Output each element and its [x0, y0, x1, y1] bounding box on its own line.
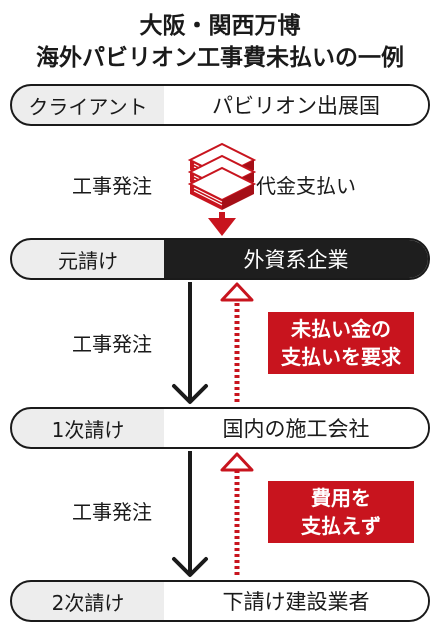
title-line-2: 海外パビリオン工事費未払いの一例	[36, 45, 404, 71]
flow-label-order: 工事発注	[72, 332, 152, 356]
flow-label-order: 工事発注	[72, 500, 152, 524]
down-arrow-icon	[172, 451, 208, 577]
tier-role-label: 1次請け	[51, 417, 125, 442]
flow-label-order: 工事発注	[72, 174, 152, 198]
tier-role-label: 2次請け	[51, 590, 125, 615]
down-arrow-icon	[208, 212, 236, 236]
tier-role-label: クライアント	[28, 94, 148, 119]
tier-first-subcontractor: 1次請け 国内の施工会社	[10, 407, 430, 449]
dotted-up-arrow-icon	[220, 452, 254, 575]
tier-entity-label: 下請け建設業者	[164, 582, 428, 620]
tier-client: クライアント パビリオン出展国	[10, 84, 430, 126]
dotted-up-arrow-icon	[220, 282, 254, 402]
title-line-1: 大阪・関西万博	[139, 13, 301, 39]
callout-line: 費用を	[311, 486, 371, 510]
tier-second-subcontractor: 2次請け 下請け建設業者	[10, 580, 430, 622]
callout-line: 支払いを要求	[281, 345, 401, 369]
callout-line: 支払えず	[301, 514, 381, 538]
tier-entity-label: パビリオン出展国	[164, 86, 428, 124]
tier-role-label: 元請け	[58, 248, 118, 273]
down-arrow-icon	[172, 282, 208, 404]
money-bundle-icon	[187, 142, 257, 210]
tier-prime-contractor: 元請け 外資系企業	[10, 238, 430, 280]
flow-label-payment: 代金支払い	[256, 174, 356, 198]
callout-demand-payment: 未払い金の 支払いを要求	[268, 312, 414, 374]
tier-entity-label: 外資系企業	[164, 240, 428, 278]
tier-entity-label: 国内の施工会社	[164, 409, 428, 447]
callout-cannot-pay: 費用を 支払えず	[268, 481, 414, 543]
callout-line: 未払い金の	[291, 317, 391, 341]
